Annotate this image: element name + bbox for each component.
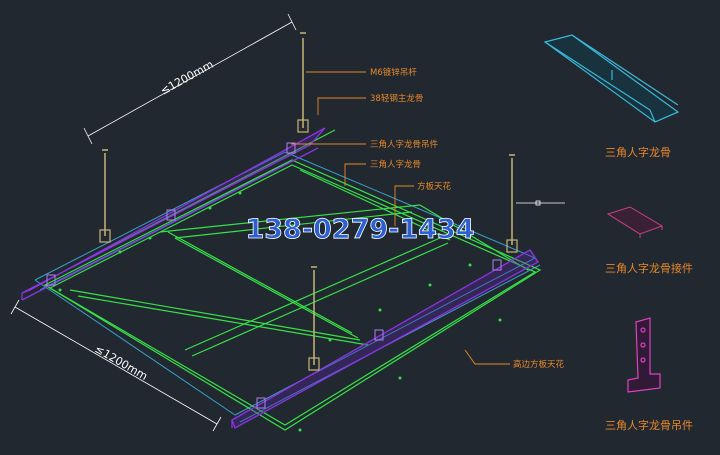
legend-connector-label: 三角人字龙骨接件 (605, 261, 693, 275)
legend-hanger-label: 三角人字龙骨吊件 (605, 418, 693, 432)
callout-panel: 方板天花 (417, 181, 452, 192)
marker-line (516, 200, 565, 206)
callout-tri-keel: 三角人字龙骨 (370, 159, 421, 170)
panel-fixings (58, 191, 502, 432)
panel-grid (43, 129, 542, 431)
hanger-clips (46, 142, 502, 409)
legend-hanger-icon (627, 317, 661, 393)
rods (102, 32, 515, 365)
dimension-left-label: ≤1200mm (93, 342, 150, 383)
tri-keels (21, 127, 539, 429)
dimension-top (83, 13, 297, 145)
callout-rod: M6镀锌吊杆 (370, 67, 417, 78)
legend-keel-label: 三角人字龙骨 (605, 145, 671, 159)
dimension-top-label: ≤1200mm (158, 58, 216, 98)
hangers (99, 119, 518, 371)
callout-leaders (291, 71, 510, 365)
watermark: 138-0279-1434 (245, 214, 474, 245)
callout-main-keel: 38轻钢主龙骨 (370, 93, 423, 104)
legend-connector-icon (606, 206, 664, 238)
callout-hanger: 三角人字龙骨吊件 (370, 139, 439, 150)
dimension-left (10, 299, 222, 432)
callout-edge-panel: 高边方板天花 (513, 359, 565, 370)
cyan-frame (34, 151, 541, 423)
legend-keel-icon (543, 34, 680, 123)
